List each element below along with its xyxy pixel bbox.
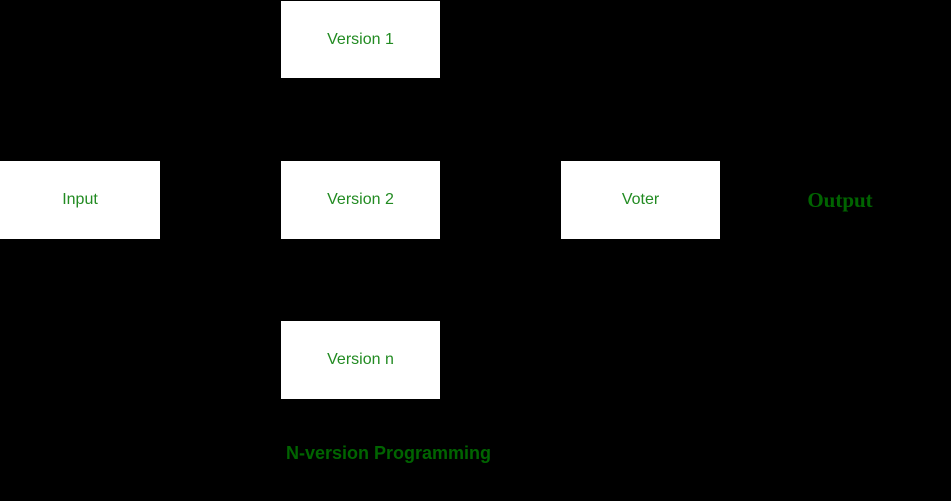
node-voter: Voter [561, 161, 720, 239]
output-label: Output [807, 187, 873, 212]
node-version-1-label: Version 1 [327, 30, 394, 48]
node-version-n: Version n [281, 321, 440, 399]
node-voter-label: Voter [621, 191, 660, 208]
node-version-2: Version 2 [281, 161, 440, 239]
node-version-n-label: Version n [327, 351, 394, 368]
node-input: Input [0, 161, 160, 239]
node-version-2-label: Version 2 [327, 191, 394, 208]
output-label-wrap: Output [760, 161, 920, 239]
node-version-1: Version 1 [281, 1, 440, 78]
diagram-caption: N-version Programming [286, 443, 492, 463]
node-input-label: Input [62, 191, 98, 208]
